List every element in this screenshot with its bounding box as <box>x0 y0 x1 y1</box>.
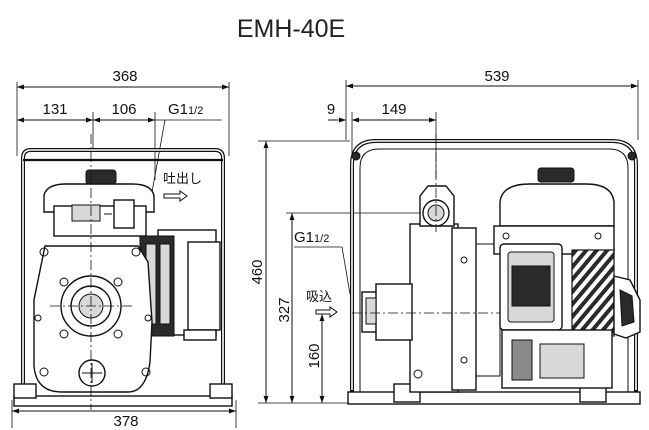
front-port-size-label: G11/2 <box>168 101 203 118</box>
dim-side-inlet-height-label: 327 <box>276 297 293 322</box>
dim-side-inlet-height: 327 <box>276 212 436 403</box>
dim-side-total-length: 539 <box>345 68 639 140</box>
outlet-indicator: 吐出し <box>163 172 202 202</box>
dim-front-base-width-label: 378 <box>113 413 138 430</box>
dim-side-total-length-label: 539 <box>484 68 509 85</box>
dim-front-total-width: 368 <box>16 68 230 156</box>
front-frame <box>13 148 233 407</box>
dim-side-base-height-label: 160 <box>306 343 323 368</box>
dim-side-left-offset-label: 9 <box>327 101 335 118</box>
inlet-indicator: 吸込 <box>306 290 338 318</box>
inlet-label: 吸込 <box>306 290 332 305</box>
side-engine <box>493 167 641 389</box>
dim-front-left-offset-label: 131 <box>42 101 67 118</box>
front-view: 368 131 106 G11/2 <box>11 68 237 430</box>
model-title: EMH-40E <box>237 15 345 43</box>
dim-side-center-offset-label: 149 <box>381 101 406 118</box>
side-view: 539 9 149 460 327 160 <box>249 68 641 405</box>
side-pump-casing <box>352 134 501 393</box>
dim-front-base-width: 378 <box>11 400 237 430</box>
outlet-label: 吐出し <box>163 172 202 187</box>
dim-front-center-offset-label: 106 <box>111 101 136 118</box>
dim-side-base-height: 160 <box>306 314 325 403</box>
front-pump-body <box>33 134 153 410</box>
side-port-size: G11/2 <box>294 229 351 295</box>
front-engine <box>43 169 221 341</box>
dim-side-total-height-label: 460 <box>249 259 266 284</box>
dim-front-total-width-label: 368 <box>112 68 137 85</box>
side-port-size-label: G11/2 <box>294 229 329 246</box>
dim-front-offsets: 131 106 G11/2 <box>17 101 222 193</box>
